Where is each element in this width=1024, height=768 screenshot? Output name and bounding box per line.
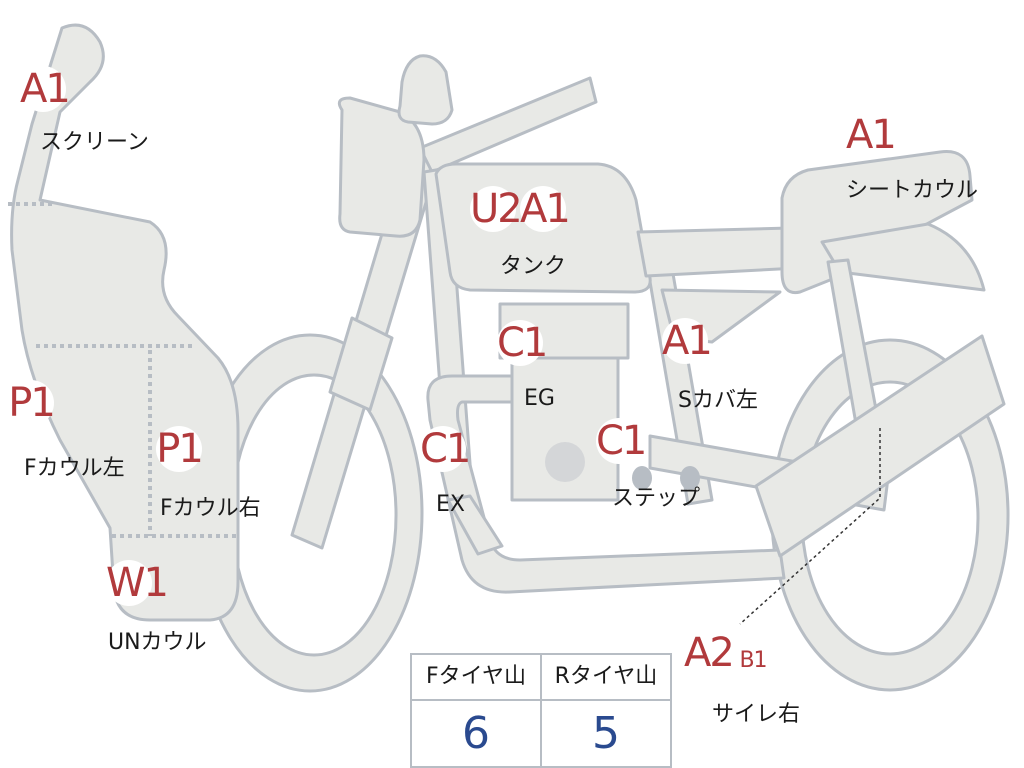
tire-tread-table: Fタイヤ山 6 Rタイヤ山 5 [410, 653, 672, 768]
headlight [337, 96, 426, 238]
part-code-badge: A1 [20, 66, 71, 112]
seat-cowl-tail [820, 222, 986, 292]
part-code-badge: A1 [520, 186, 571, 232]
part-code-badge: A1 [662, 318, 713, 364]
rear-tire-column: Rタイヤ山 5 [540, 655, 670, 766]
part-code-badge: B1 [736, 644, 770, 678]
seat [636, 226, 800, 278]
footpeg-right [680, 466, 700, 490]
front-tire-header: Fタイヤ山 [412, 655, 540, 701]
fork-guard [328, 316, 394, 412]
exhaust-pipe-lower [446, 494, 504, 556]
part-label: サイレ右 [712, 702, 801, 727]
part-code-badge: P1 [156, 426, 204, 472]
part-label: シートカウル [846, 178, 979, 203]
part-code-badge: P1 [8, 380, 56, 426]
part-label: Sカバ左 [678, 388, 758, 413]
part-code-badge: A2 [684, 630, 735, 676]
rear-tire-header: Rタイヤ山 [542, 655, 670, 701]
mirror [397, 54, 454, 126]
frame-top-tube [418, 76, 598, 174]
front-tire-value: 6 [462, 708, 490, 759]
part-label: スクリーン [40, 130, 149, 155]
part-label: ステップ [612, 486, 701, 511]
footpeg-left [632, 466, 652, 490]
part-label: タンク [500, 254, 567, 279]
part-label: UNカウル [108, 630, 207, 655]
part-label: Fカウル右 [160, 496, 261, 521]
part-label: Fカウル左 [24, 456, 125, 481]
part-code-badge: C1 [420, 426, 471, 472]
part-label: EG [524, 386, 555, 411]
part-code-badge: A1 [846, 112, 897, 158]
part-label: EX [436, 492, 465, 517]
front-tire-column: Fタイヤ山 6 [412, 655, 540, 766]
rear-tire-value: 5 [592, 708, 620, 759]
part-code-badge: W1 [106, 560, 169, 606]
engine-cover [545, 442, 585, 482]
fairing [10, 23, 240, 622]
part-code-badge: C1 [497, 320, 548, 366]
part-code-badge: U2 [470, 186, 523, 232]
part-code-badge: C1 [596, 418, 647, 464]
